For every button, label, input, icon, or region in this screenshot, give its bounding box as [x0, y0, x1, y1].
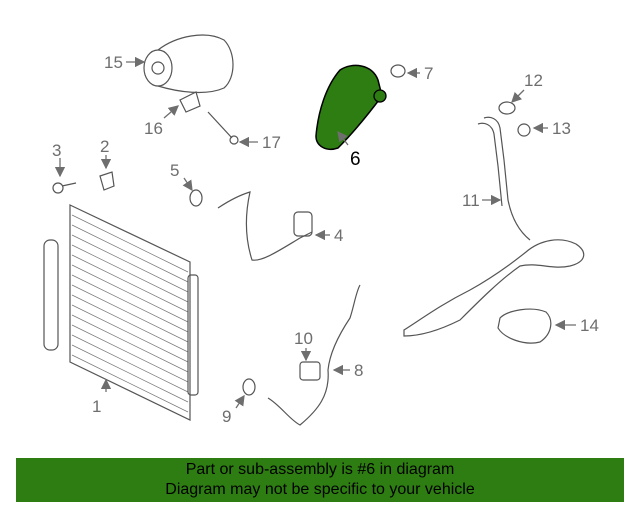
part-13-o-ring[interactable]	[517, 123, 531, 137]
part-14-gasket[interactable]	[497, 308, 552, 344]
callout-16: 16	[144, 119, 163, 138]
banner-line-2: Diagram may not be specific to your vehi…	[165, 481, 475, 498]
callout-1: 1	[92, 397, 101, 416]
part-3-bolt[interactable]	[52, 182, 77, 194]
part-8-hose[interactable]	[267, 284, 361, 426]
callout-15: 15	[104, 53, 123, 72]
callout-7: 7	[424, 64, 433, 83]
part-9-o-ring[interactable]	[242, 378, 256, 396]
part-1-condenser[interactable]	[43, 204, 199, 421]
callout-2: 2	[100, 137, 109, 156]
part-11-tube[interactable]	[477, 116, 531, 241]
part-4-hose[interactable]	[217, 191, 313, 261]
info-banner: Part or sub-assembly is #6 in diagram Di…	[16, 458, 624, 502]
part-5-o-ring[interactable]	[189, 189, 203, 207]
part-7-o-ring[interactable]	[390, 64, 406, 78]
part-10-valve[interactable]	[299, 361, 321, 381]
callout-5: 5	[170, 161, 179, 180]
callout-11: 11	[462, 191, 480, 210]
part-2-bracket[interactable]	[99, 171, 115, 191]
callout-8: 8	[354, 361, 363, 380]
callout-10: 10	[294, 329, 313, 348]
callout-3: 3	[52, 141, 61, 160]
callout-13: 13	[552, 119, 571, 138]
part-15-compressor[interactable]	[143, 34, 234, 94]
callout-14: 14	[580, 316, 599, 335]
callout-4: 4	[334, 226, 343, 245]
callout-9: 9	[222, 407, 231, 426]
part-17-bolt[interactable]	[207, 111, 239, 145]
part-12-o-ring[interactable]	[498, 101, 516, 115]
callout-6: 6	[350, 149, 361, 170]
part-6-highlighted[interactable]	[315, 64, 387, 150]
leader-lines	[54, 56, 576, 409]
part-16-bracket[interactable]	[179, 91, 201, 113]
callout-17: 17	[262, 133, 281, 152]
banner-line-1: Part or sub-assembly is #6 in diagram	[185, 461, 455, 478]
callout-12: 12	[524, 71, 543, 90]
parts-diagram: 1 2 3 4 5 6 7 8 9 10 11 12 13 14 15 16 1…	[43, 34, 599, 426]
accumulator-assembly[interactable]	[403, 239, 585, 337]
